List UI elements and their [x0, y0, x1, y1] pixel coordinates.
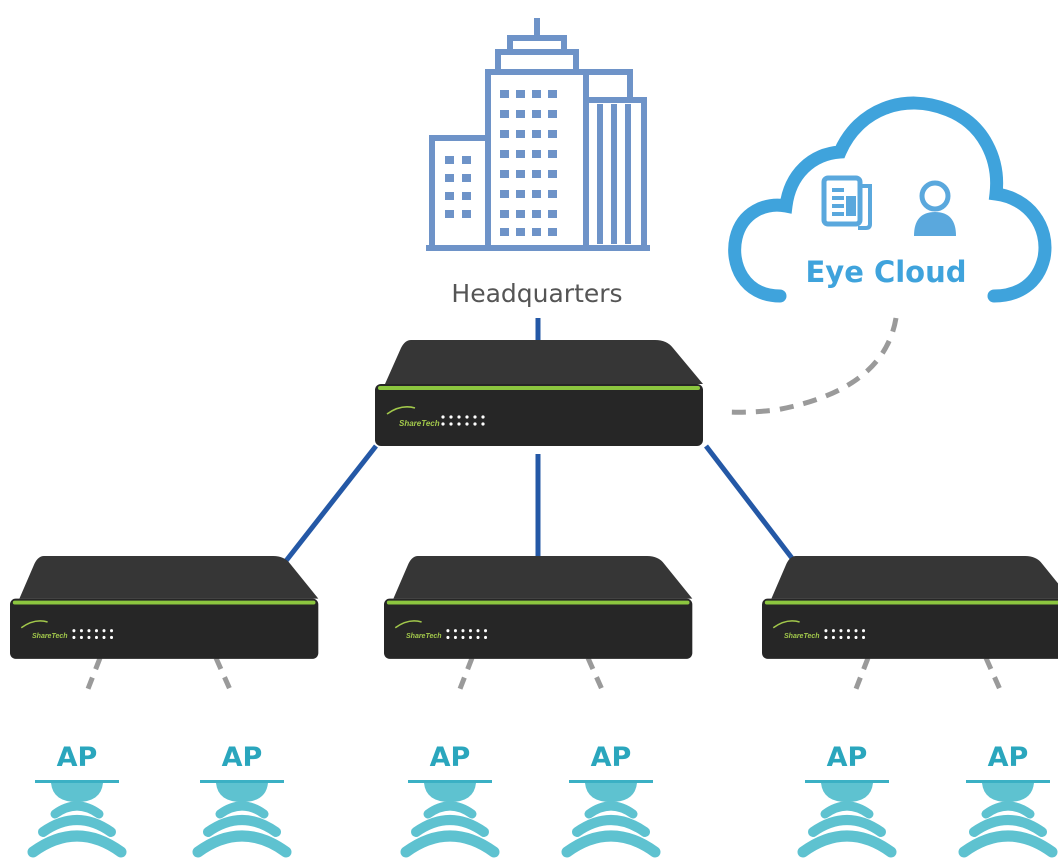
ap-1: AP: [33, 742, 121, 852]
brand-logo: ShareTech: [406, 633, 442, 640]
ap-label: AP: [827, 742, 868, 773]
ap-4: AP: [567, 742, 655, 852]
ap-label: AP: [222, 742, 263, 773]
branch-appliance-right: ShareTech: [761, 555, 1058, 660]
link-core-to-right: [704, 444, 800, 568]
brand-logo: ShareTech: [32, 633, 68, 640]
ap-6: AP: [964, 742, 1052, 852]
building-windows: [445, 90, 557, 236]
cloud-label: Eye Cloud: [805, 255, 966, 289]
branch-appliance-center: ShareTech: [383, 555, 694, 660]
cloud-link: [727, 317, 899, 415]
newspaper-icon: [821, 175, 872, 230]
ap-links: [83, 656, 1005, 696]
ap-3: AP: [406, 742, 494, 852]
ap-5: AP: [803, 742, 891, 852]
ap-label: AP: [591, 742, 632, 773]
ap-label: AP: [57, 742, 98, 773]
link-core-to-left: [280, 444, 378, 568]
core-appliance: ShareTech: [374, 339, 704, 447]
ap-label: AP: [430, 742, 471, 773]
cloud-icon: [728, 96, 1052, 303]
network-links: [280, 318, 800, 568]
building-icon: [426, 18, 650, 251]
headquarters-label: Headquarters: [451, 279, 622, 308]
user-icon: [914, 180, 956, 236]
branch-appliance-left: ShareTech: [9, 555, 320, 660]
ap-2: AP: [198, 742, 286, 852]
brand-logo: ShareTech: [399, 419, 440, 428]
ap-label: AP: [988, 742, 1029, 773]
brand-logo: ShareTech: [784, 633, 820, 640]
